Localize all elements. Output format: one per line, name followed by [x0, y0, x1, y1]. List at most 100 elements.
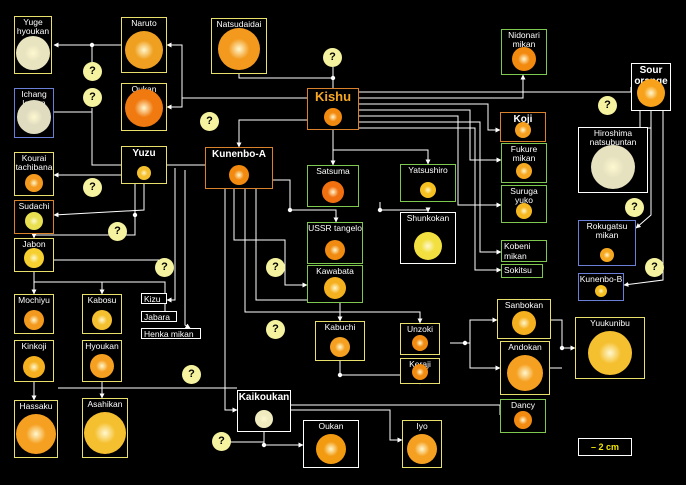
fruit-cross-section-image	[92, 310, 112, 330]
pedigree-link	[184, 170, 191, 329]
unknown-parent-bubble[interactable]: ?	[266, 258, 285, 277]
fruit-cross-section-image	[24, 310, 44, 330]
node-rokugatsu-mikan[interactable]: Rokugatsu mikan	[578, 220, 636, 266]
fruit-cross-section-image	[324, 277, 346, 299]
node-yuzu[interactable]: Yuzu	[121, 146, 167, 184]
node-satsuma[interactable]: Satsuma	[307, 165, 359, 207]
fruit-cross-section-image	[515, 122, 531, 138]
fruit-cross-section-image	[16, 414, 56, 454]
junction-dot	[377, 207, 383, 213]
node-label: Koji	[513, 114, 533, 125]
node-jabon[interactable]: Jabon	[14, 238, 54, 272]
node-label: Sanbokan	[504, 300, 544, 310]
pedigree-link	[263, 432, 304, 448]
node-ichang-lemon[interactable]: Ichang lemon	[14, 88, 54, 138]
node-dancy[interactable]: Dancy	[500, 399, 546, 433]
pedigree-link	[359, 74, 526, 99]
node-henka-mikan[interactable]: Henka mikan	[141, 328, 201, 339]
node-label: Rokugatsu mikan	[586, 221, 628, 240]
node-sanbokan[interactable]: Sanbokan	[497, 299, 551, 339]
pedigree-link	[359, 103, 501, 133]
node-keraji[interactable]: Keraji	[400, 358, 440, 384]
node-kunenbo-b[interactable]: Kunenbo-B	[578, 273, 624, 301]
fruit-cross-section-image	[412, 364, 428, 380]
node-hyoukan[interactable]: Hyoukan	[82, 340, 122, 382]
fruit-cross-section-image	[90, 354, 114, 378]
unknown-parent-bubble[interactable]: ?	[83, 62, 102, 81]
node-label: Yuge hyoukan	[16, 17, 50, 36]
node-unzoki[interactable]: Unzoki	[400, 323, 440, 355]
pedigree-link	[166, 168, 176, 303]
node-suruga-yuko[interactable]: Suruga yuko	[501, 185, 547, 223]
node-sour-orange[interactable]: Sour orange	[631, 63, 671, 111]
node-kishu[interactable]: Kishu	[307, 88, 359, 130]
node-yatsushiro[interactable]: Yatsushiro	[400, 164, 456, 202]
node-label: Satsuma	[316, 166, 350, 176]
node-naruto[interactable]: Naruto	[121, 17, 167, 73]
node-koji[interactable]: Koji	[500, 112, 546, 142]
node-kaikoukan[interactable]: Kaikoukan	[237, 390, 291, 432]
fruit-cross-section-image	[600, 248, 614, 262]
node-kawabata[interactable]: Kawabata	[307, 265, 363, 303]
unknown-parent-bubble[interactable]: ?	[200, 112, 219, 131]
pedigree-link	[551, 319, 576, 351]
node-kunenbo-a[interactable]: Kunenbo-A	[205, 147, 273, 189]
node-hiroshima-natsubuntan[interactable]: Hiroshima natsubuntan	[578, 127, 648, 193]
node-label: Kunenbo-A	[212, 149, 266, 160]
unknown-parent-bubble[interactable]: ?	[83, 178, 102, 197]
node-label: Asahikan	[87, 399, 123, 409]
unknown-parent-bubble[interactable]: ?	[323, 48, 342, 67]
node-sokitsu[interactable]: Sokitsu	[501, 264, 543, 278]
unknown-parent-bubble[interactable]: ?	[625, 198, 644, 217]
fruit-cross-section-image	[330, 337, 350, 357]
node-oukan-bottom[interactable]: Oukan	[303, 420, 359, 468]
node-kabosu[interactable]: Kabosu	[82, 294, 122, 334]
unknown-parent-bubble[interactable]: ?	[598, 96, 617, 115]
unknown-parent-bubble[interactable]: ?	[266, 320, 285, 339]
fruit-cross-section-image	[24, 248, 44, 268]
node-hassaku[interactable]: Hassaku	[14, 400, 58, 458]
node-oukan-top[interactable]: Oukan	[121, 83, 167, 131]
pedigree-link	[359, 109, 502, 163]
node-sudachi[interactable]: Sudachi	[14, 200, 54, 234]
unknown-parent-bubble[interactable]: ?	[212, 432, 231, 451]
node-kizu[interactable]: Kizu	[141, 293, 167, 304]
node-mochiyu[interactable]: Mochiyu	[14, 294, 54, 334]
node-natsudaidai[interactable]: Natsudaidai	[211, 18, 267, 74]
fruit-cross-section-image	[17, 100, 51, 134]
node-kourai-tachibana[interactable]: Kourai tachibana	[14, 152, 54, 196]
node-kinkoji[interactable]: Kinkoji	[14, 340, 54, 382]
node-label: Fukure mikan	[510, 144, 538, 163]
node-shunkokan[interactable]: Shunkokan	[400, 212, 456, 264]
unknown-parent-bubble[interactable]: ?	[645, 258, 664, 277]
fruit-cross-section-image	[25, 212, 43, 230]
junction-dot	[89, 42, 95, 48]
node-asahikan[interactable]: Asahikan	[82, 398, 128, 458]
node-label: Kabuchi	[324, 322, 356, 332]
node-label: Yatsushiro	[408, 165, 448, 175]
pedigree-link	[469, 343, 501, 371]
fruit-cross-section-image	[414, 232, 442, 260]
node-label: Suruga yuko	[510, 186, 538, 205]
node-jabara[interactable]: Jabara	[141, 311, 177, 322]
fruit-cross-section-image	[516, 203, 532, 219]
node-kobeni-mikan[interactable]: Kobeni mikan	[501, 240, 547, 262]
node-label: Kourai tachibana	[15, 153, 53, 172]
node-iyo[interactable]: Iyo	[402, 420, 442, 468]
node-label: Iyo	[416, 421, 428, 431]
node-andokan[interactable]: Andokan	[500, 341, 550, 395]
node-yuge-hyoukan[interactable]: Yuge hyoukan	[14, 16, 52, 74]
node-kabuchi[interactable]: Kabuchi	[315, 321, 365, 361]
node-label: Andokan	[508, 342, 542, 352]
node-nidonari-mikan[interactable]: Nidonari mikan	[501, 29, 547, 75]
unknown-parent-bubble[interactable]: ?	[108, 222, 127, 241]
unknown-parent-bubble[interactable]: ?	[182, 365, 201, 384]
pedigree-link	[359, 121, 502, 255]
node-ussr-tangelo[interactable]: USSR tangelo	[307, 222, 363, 264]
node-yuukunibu[interactable]: Yuukunibu	[575, 317, 645, 379]
node-fukure-mikan[interactable]: Fukure mikan	[501, 143, 547, 183]
unknown-parent-bubble[interactable]: ?	[83, 88, 102, 107]
unknown-parent-bubble[interactable]: ?	[155, 258, 174, 277]
node-label: Unzoki	[407, 324, 433, 334]
